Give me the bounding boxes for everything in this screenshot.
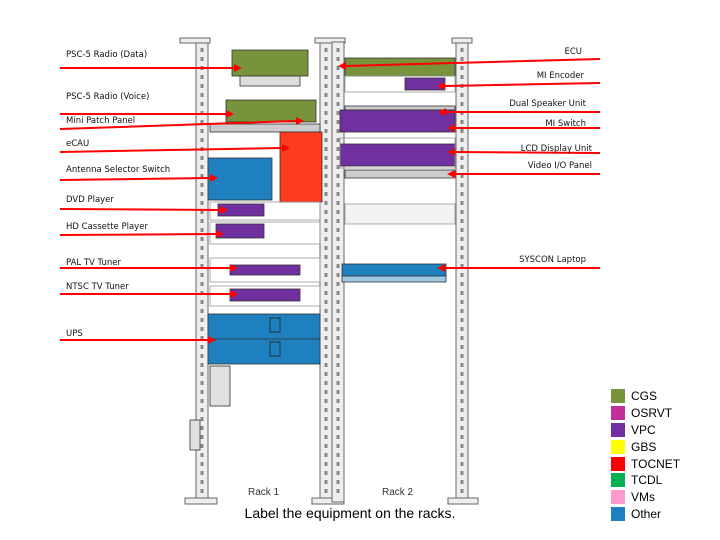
legend-swatch bbox=[611, 490, 625, 505]
instruction-caption: Label the equipment on the racks. bbox=[244, 505, 456, 521]
label-antenna-selector-switch: Antenna Selector Switch bbox=[66, 165, 171, 175]
legend-item: VMs bbox=[611, 489, 680, 506]
legend-item: OSRVT bbox=[611, 405, 680, 422]
label-psc5-radio-voice: PSC-5 Radio (Voice) bbox=[66, 92, 150, 102]
lcd-display-unit bbox=[339, 143, 456, 167]
video-io-panel bbox=[344, 169, 456, 179]
pal-tv-tuner bbox=[229, 264, 301, 276]
legend-item: CGS bbox=[611, 388, 680, 405]
legend-swatch bbox=[611, 506, 625, 521]
label-video-io-panel: Video I/O Panel bbox=[527, 161, 592, 171]
psc5-voice-radio bbox=[225, 99, 317, 123]
legend-label: TOCNET bbox=[631, 456, 681, 471]
legend-label: OSRVT bbox=[631, 406, 673, 421]
legend-swatch bbox=[611, 456, 625, 471]
label-mi-encoder: MI Encoder bbox=[536, 71, 584, 81]
ecu bbox=[344, 57, 456, 77]
hd-cassette-player bbox=[215, 223, 265, 239]
label-psc5-radio-data: PSC-5 Radio (Data) bbox=[66, 50, 148, 60]
label-mi-switch: MI Switch bbox=[545, 119, 586, 129]
mi-switch bbox=[339, 109, 456, 133]
mi-encoder bbox=[404, 77, 446, 91]
legend-item: Other bbox=[611, 506, 680, 523]
label-ntsc-tv-tuner: NTSC TV Tuner bbox=[66, 282, 129, 292]
legend-swatch bbox=[611, 422, 625, 437]
legend-label: Other bbox=[631, 506, 662, 521]
legend-label: CGS bbox=[631, 389, 658, 404]
legend-item: VPC bbox=[611, 422, 680, 439]
legend-item: TOCNET bbox=[611, 455, 680, 472]
label-dual-speaker-unit: Dual Speaker Unit bbox=[509, 99, 586, 109]
label-lcd-display-unit: LCD Display Unit bbox=[520, 144, 592, 154]
legend-label: TCDL bbox=[631, 473, 663, 488]
syscon-laptop bbox=[341, 263, 447, 277]
label-dvd-player: DVD Player bbox=[66, 195, 114, 205]
legend-swatch bbox=[611, 406, 625, 421]
rack-2-equipment bbox=[339, 57, 456, 283]
legend-swatch bbox=[611, 439, 625, 454]
legend-swatch bbox=[611, 389, 625, 404]
antenna-selector-switch bbox=[207, 157, 273, 201]
rack-1-frame bbox=[179, 37, 346, 505]
callout-arrowheads bbox=[208, 62, 455, 344]
legend-label: VPC bbox=[631, 422, 656, 437]
legend-swatch bbox=[611, 473, 625, 488]
mini-patch-panel bbox=[209, 123, 321, 133]
rack-1-equipment bbox=[189, 49, 323, 451]
ecau bbox=[279, 131, 323, 203]
legend-item: GBS bbox=[611, 438, 680, 455]
label-ecau: eCAU bbox=[66, 139, 90, 149]
psc5-data-radio bbox=[231, 49, 309, 77]
label-hd-cassette-player: HD Cassette Player bbox=[66, 222, 148, 232]
ntsc-tv-tuner bbox=[229, 288, 301, 302]
label-syscon-laptop: SYSCON Laptop bbox=[519, 255, 586, 265]
legend-label: GBS bbox=[631, 439, 657, 454]
legend-label: VMs bbox=[631, 490, 655, 505]
label-ecu: ECU bbox=[564, 47, 582, 57]
label-mini-patch-panel: Mini Patch Panel bbox=[66, 116, 136, 126]
legend-item: TCDL bbox=[611, 472, 680, 489]
dual-speaker-unit bbox=[344, 105, 456, 111]
rack-1-caption: Rack 1 bbox=[248, 487, 280, 498]
label-pal-tv-tuner: PAL TV Tuner bbox=[66, 258, 121, 268]
callout-lines bbox=[59, 58, 601, 341]
label-ups: UPS bbox=[66, 329, 83, 339]
rack-2-caption: Rack 2 bbox=[382, 487, 414, 498]
